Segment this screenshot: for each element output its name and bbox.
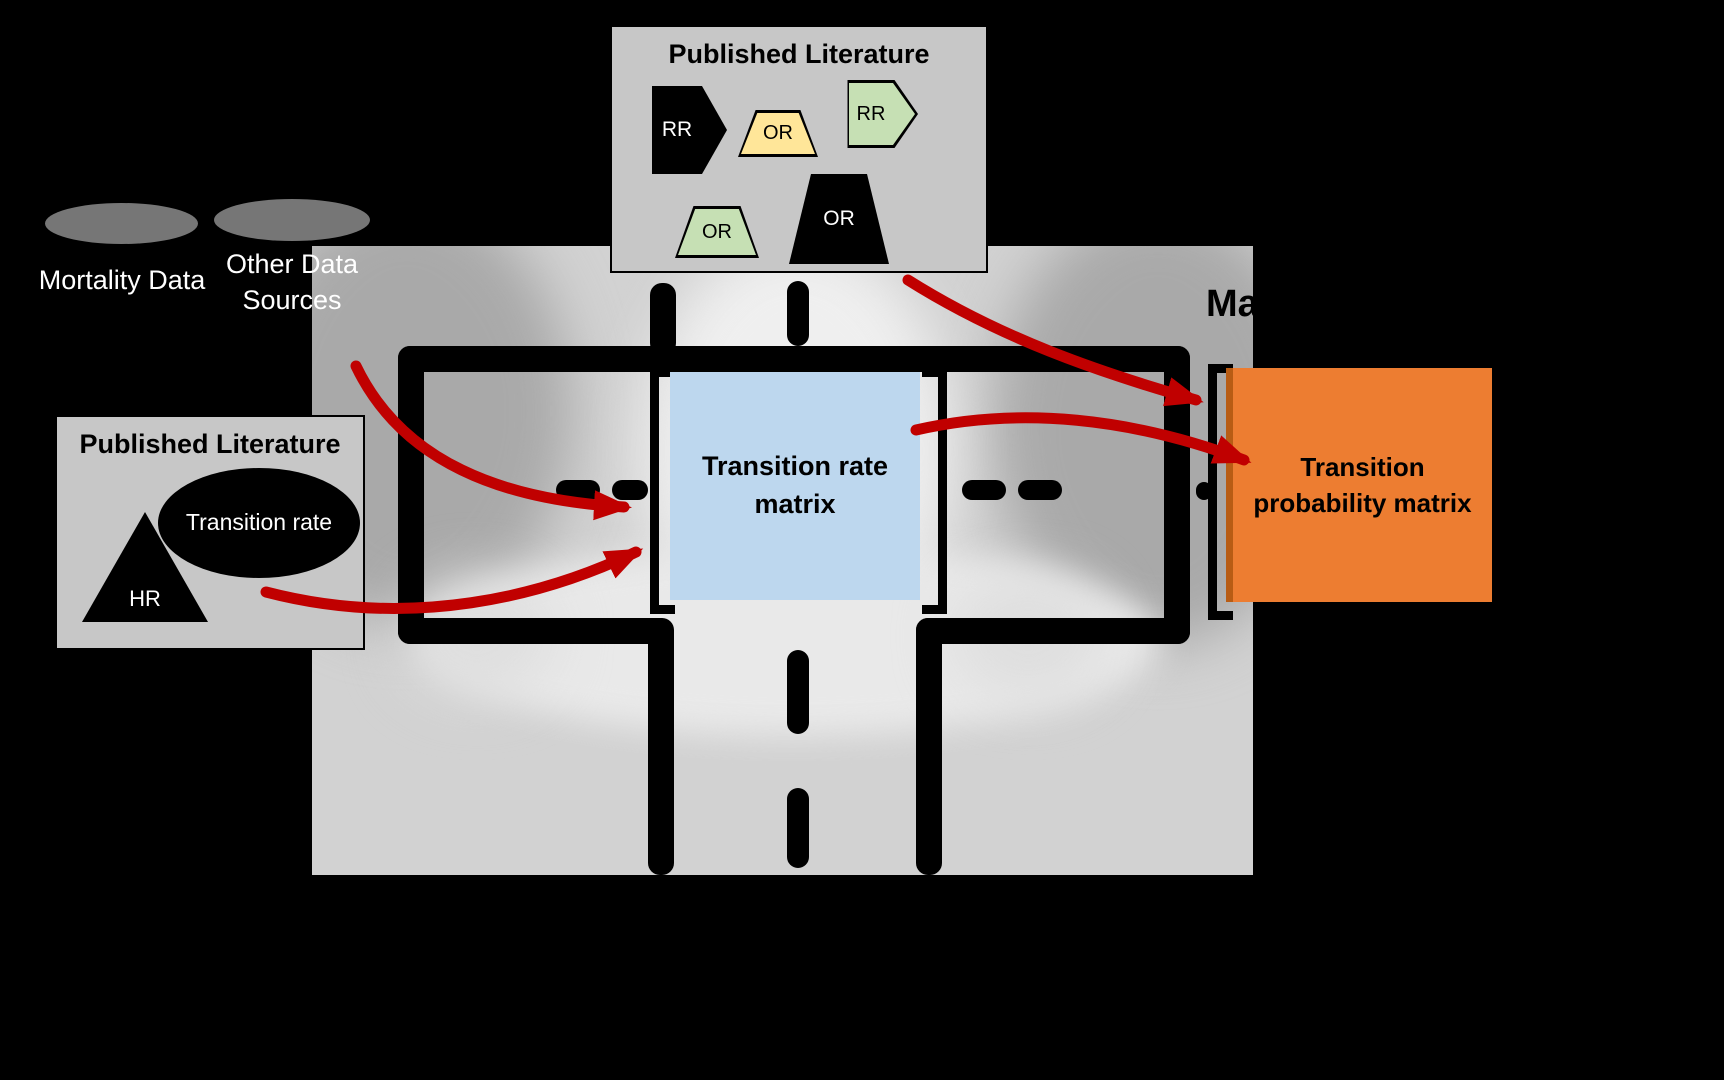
top-literature-title: Published Literature	[668, 39, 930, 69]
state-diagram-top-center-dash	[787, 281, 809, 346]
state-diagram-right-bar	[1164, 346, 1190, 644]
hr-label: HR	[129, 586, 161, 611]
mortality-data-label: Mortality Data	[38, 265, 206, 295]
other-data-label: Other Data Sources	[225, 249, 359, 316]
state-diagram-lower-left-stem	[648, 618, 674, 875]
rate-matrix-left-bracket	[650, 368, 675, 614]
state-diagram-upper-left-stem	[650, 283, 676, 355]
or-trapezoid-green: OR	[675, 206, 759, 258]
probability-matrix-right-bracket	[1492, 364, 1517, 620]
transition-rate-label: Transition rate	[185, 509, 333, 536]
state-diagram-left-dash-2	[612, 480, 648, 500]
other-data-ellipse	[214, 199, 370, 241]
state-diagram-lower-right-stem	[916, 618, 942, 875]
rate-matrix-label: Transition rate matrix	[701, 451, 889, 519]
state-diagram-bottom-center-dash-2	[787, 788, 809, 868]
state-diagram-right-dash-1	[962, 480, 1006, 500]
state-diagram-bottom-left-bar	[398, 618, 672, 644]
state-diagram-right-dash-2	[1018, 480, 1062, 500]
probability-matrix-box: Transition probability matrix	[1226, 368, 1492, 602]
rate-matrix-box: Transition rate matrix	[670, 372, 920, 600]
partial-markov-text: Ma	[1206, 283, 1259, 325]
rr-hexagon-green: RR	[847, 80, 918, 148]
or-trapezoid-yellow-label: OR	[763, 122, 793, 144]
mortality-data-ellipse	[45, 203, 198, 244]
rr-hexagon-green-label: RR	[856, 102, 886, 125]
state-diagram-left-bar	[398, 346, 424, 644]
or-trapezoid-yellow: OR	[738, 110, 818, 157]
state-diagram-bottom-right-bar	[916, 618, 1190, 644]
or-trapezoid-black: OR	[789, 174, 889, 264]
left-literature-title: Published Literature	[79, 429, 341, 459]
or-trapezoid-black-label: OR	[823, 207, 855, 230]
probability-matrix-label: Transition probability matrix	[1253, 451, 1472, 518]
rate-matrix-right-bracket	[922, 368, 947, 614]
probability-matrix-left-bracket	[1208, 364, 1233, 620]
top-literature-box: Published Literature RR OR RR OR OR	[610, 25, 988, 273]
state-diagram-left-dash-1	[556, 480, 600, 500]
or-trapezoid-green-label: OR	[702, 220, 732, 243]
state-diagram-bottom-center-dash-1	[787, 650, 809, 734]
transition-rate-ellipse: Transition rate	[158, 468, 360, 578]
state-diagram-top-bar	[398, 346, 1190, 372]
rr-hexagon-black-label: RR	[661, 118, 693, 141]
rr-hexagon-black: RR	[652, 86, 727, 174]
